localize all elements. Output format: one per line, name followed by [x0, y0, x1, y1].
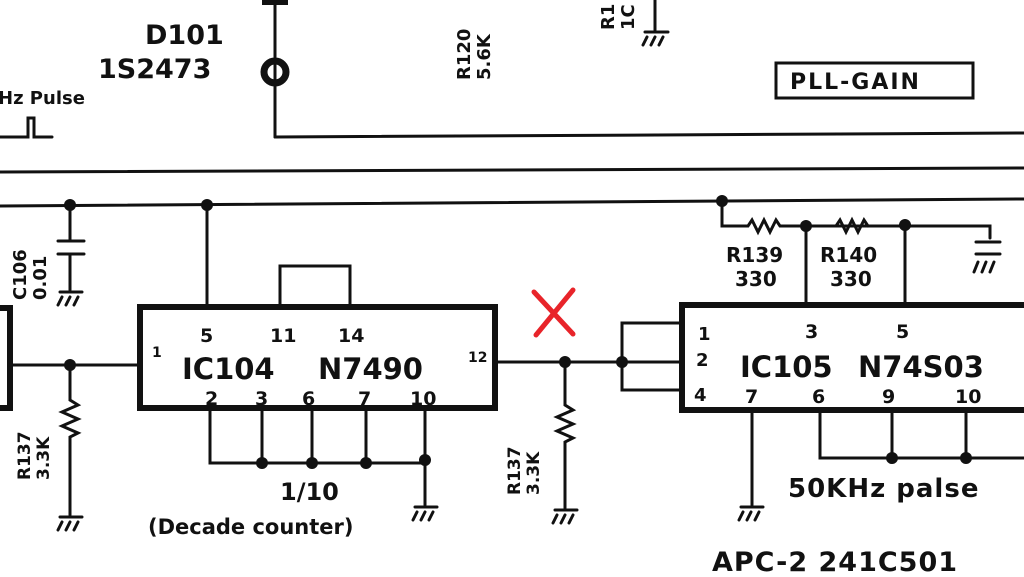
svg-text:1: 1 [152, 345, 162, 361]
svg-text:3: 3 [255, 388, 268, 410]
svg-text:2: 2 [696, 350, 709, 371]
svg-text:R139: R139 [726, 243, 783, 267]
svg-text:4: 4 [694, 385, 707, 406]
capacitor-c106: C106 0.01 [10, 203, 86, 307]
svg-text:330: 330 [735, 267, 777, 291]
svg-text:R137: R137 [15, 431, 35, 480]
red-x-marker [531, 287, 576, 338]
svg-text:7: 7 [358, 388, 371, 410]
svg-text:10: 10 [955, 386, 981, 408]
diode-d101: D101 1S2473 [98, 0, 290, 139]
divider-label: 1/10 [280, 478, 339, 506]
svg-text:R137: R137 [505, 446, 525, 495]
svg-text:14: 14 [338, 325, 364, 347]
svg-text:3: 3 [805, 321, 818, 343]
ic104-ref: IC104 [182, 352, 275, 386]
ground-icon [641, 0, 670, 47]
svg-text:9: 9 [882, 386, 895, 408]
ic104-part: N7490 [318, 352, 423, 386]
svg-text:1C: 1C [618, 4, 639, 30]
pulse-label: Hz Pulse [0, 88, 85, 109]
r120-label: R120 5.6K [454, 29, 495, 80]
diode-ref: D101 [145, 20, 224, 51]
svg-text:R140: R140 [820, 243, 877, 267]
board-label: APC-2 241C501 [712, 547, 958, 577]
svg-text:5: 5 [200, 325, 213, 347]
svg-text:1: 1 [698, 324, 711, 345]
pulse-50k-label: 50KHz palse [788, 474, 979, 504]
pulse-waveform-icon [0, 116, 54, 139]
r-partial-label: R1 1C [598, 4, 639, 30]
ic105-ref: IC105 [740, 350, 833, 384]
diode-part: 1S2473 [98, 54, 211, 85]
svg-text:330: 330 [830, 267, 872, 291]
svg-text:0.01: 0.01 [30, 256, 51, 300]
resistor-r137-left: R137 3.3K [15, 363, 84, 532]
svg-text:3.3K: 3.3K [34, 436, 54, 480]
pll-gain-label: PLL-GAIN [790, 70, 921, 95]
svg-text:5.6K: 5.6K [474, 33, 495, 80]
ic105-part: N74S03 [858, 350, 984, 384]
svg-text:R1: R1 [598, 4, 619, 30]
svg-text:12: 12 [468, 350, 487, 366]
resistors-r139-r140: R139 330 R140 330 [720, 199, 1002, 305]
svg-text:7: 7 [745, 386, 758, 408]
ic104: 1 12 5 11 14 IC104 N7490 2 3 6 7 10 1/10… [137, 203, 498, 539]
svg-text:6: 6 [302, 388, 315, 410]
svg-text:C106: C106 [10, 249, 31, 300]
ic105: 1 2 4 3 5 IC105 N74S03 7 6 9 10 50KHz pa… [616, 302, 1024, 522]
svg-text:3.3K: 3.3K [524, 451, 544, 495]
svg-text:2: 2 [205, 388, 218, 410]
svg-text:10: 10 [410, 388, 436, 410]
svg-text:R120: R120 [454, 29, 475, 80]
resistor-r137-right: R137 3.3K [505, 360, 579, 525]
svg-text:6: 6 [812, 386, 825, 408]
svg-text:5: 5 [896, 321, 909, 343]
pll-gain-box [774, 61, 975, 100]
svg-text:11: 11 [270, 325, 296, 347]
decade-label: (Decade counter) [148, 515, 354, 539]
